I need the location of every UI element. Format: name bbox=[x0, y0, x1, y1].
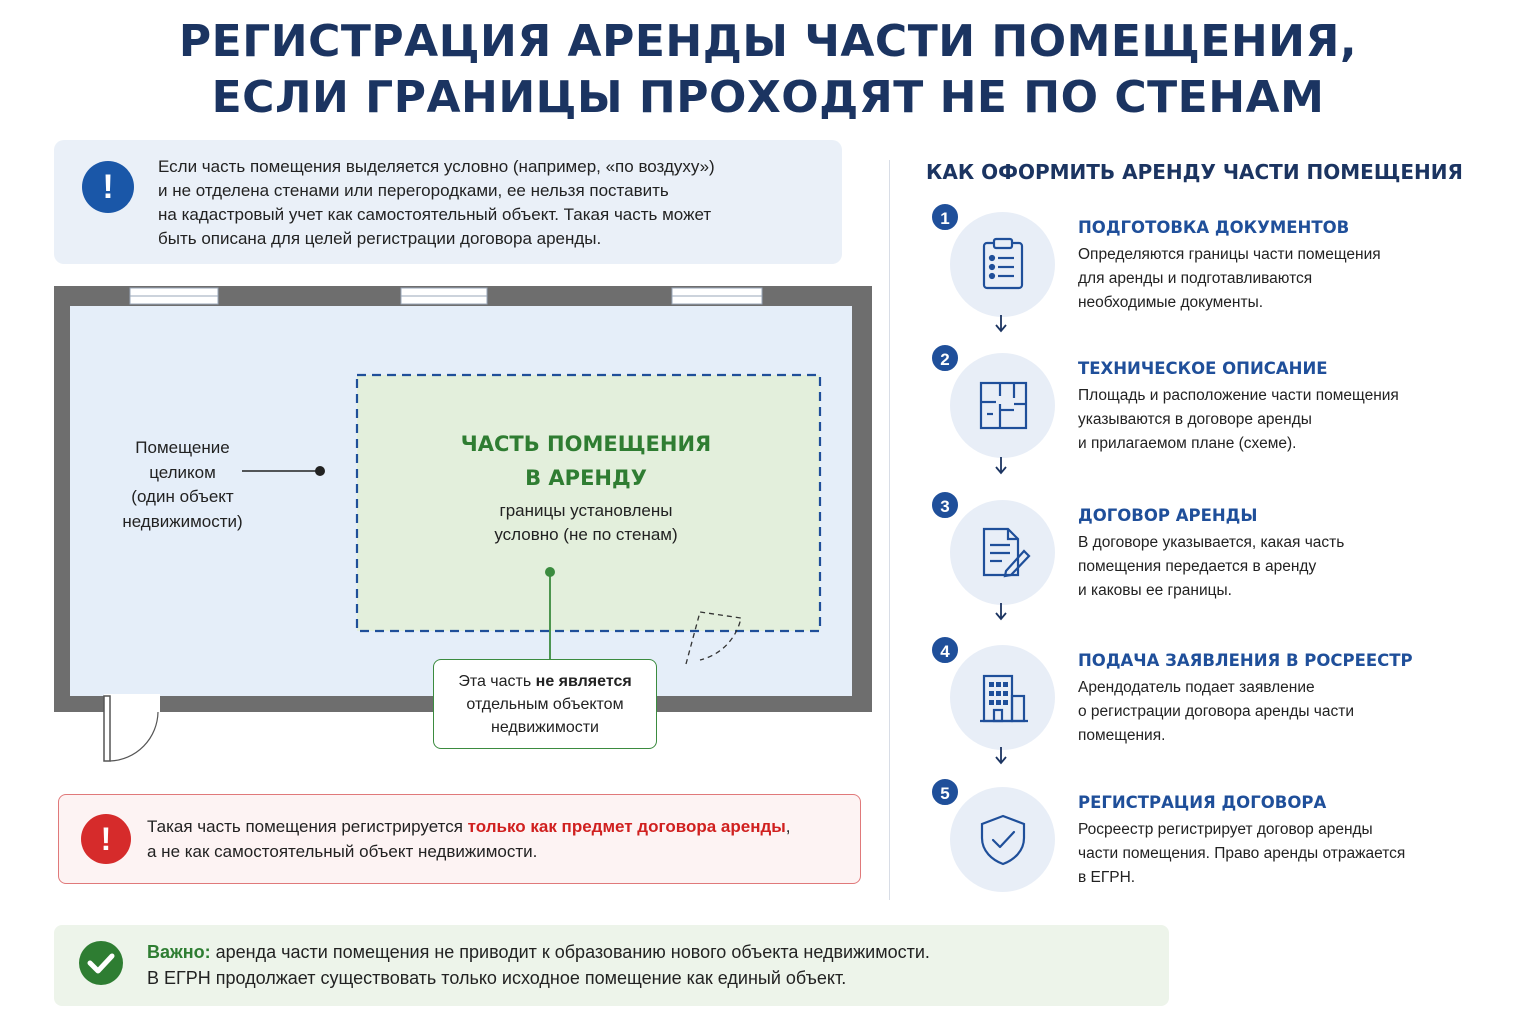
note-line: Эта часть не является bbox=[434, 670, 656, 693]
label-line: В АРЕНДУ bbox=[525, 466, 647, 490]
step-title: ДОГОВОР АРЕНДЫ bbox=[1078, 506, 1258, 525]
label-line: границы установлены bbox=[499, 501, 673, 520]
desc-line: указываются в договоре аренды bbox=[1078, 411, 1312, 428]
step-icon-circle bbox=[950, 787, 1055, 892]
not-separate-object-note: Эта часть не является отдельным объектом… bbox=[433, 659, 657, 749]
step-1: 1 ПОДГОТОВКА ДОКУМЕНТОВ Определяются гра… bbox=[930, 202, 1490, 322]
warning-highlight: только как предмет договора аренды bbox=[467, 817, 786, 836]
title-line-1: РЕГИСТРАЦИЯ АРЕНДЫ ЧАСТИ ПОМЕЩЕНИЯ, bbox=[178, 16, 1358, 67]
whole-room-label: Помещение целиком (один объект недвижимо… bbox=[100, 436, 265, 534]
info-line: на кадастровый учет как самостоятельный … bbox=[158, 205, 712, 224]
step-description: Арендодатель подает заявление о регистра… bbox=[1078, 676, 1478, 748]
floor-plan-icon bbox=[979, 381, 1028, 430]
step-icon-circle bbox=[950, 353, 1055, 458]
step-description: Определяются границы части помещения для… bbox=[1078, 243, 1478, 315]
steps-title: КАК ОФОРМИТЬ АРЕНДУ ЧАСТИ ПОМЕЩЕНИЯ bbox=[926, 160, 1463, 184]
important-box: Важно: аренда части помещения не приводи… bbox=[54, 925, 1169, 1006]
info-line: Если часть помещения выделяется условно … bbox=[158, 157, 715, 176]
desc-line: для аренды и подготавливаются bbox=[1078, 270, 1313, 287]
step-3: 3 ДОГОВОР АРЕНДЫ В договоре указывается,… bbox=[930, 490, 1490, 610]
label-line: недвижимости) bbox=[122, 511, 243, 531]
window bbox=[129, 287, 763, 305]
down-arrow-icon bbox=[995, 603, 1007, 621]
step-description: Площадь и расположение части помещения у… bbox=[1078, 384, 1478, 456]
info-box: ! Если часть помещения выделяется условн… bbox=[54, 140, 842, 264]
warning-line: Такая часть помещения регистрируется тол… bbox=[147, 814, 847, 839]
desc-line: и каковы ее границы. bbox=[1078, 582, 1232, 599]
desc-line: Площадь и расположение части помещения bbox=[1078, 387, 1399, 404]
desc-line: необходимые документы. bbox=[1078, 294, 1264, 311]
callout-dot bbox=[315, 466, 325, 476]
rented-part-area bbox=[355, 373, 822, 633]
label-line: (один объект bbox=[131, 487, 234, 506]
warning-line: а не как самостоятельный объект недвижим… bbox=[147, 842, 538, 861]
note-bold: не является bbox=[535, 673, 632, 690]
page-title: РЕГИСТРАЦИЯ АРЕНДЫ ЧАСТИ ПОМЕЩЕНИЯ, ЕСЛИ… bbox=[0, 14, 1536, 126]
note-line: отдельным объектом bbox=[466, 696, 624, 713]
step-2: 2 ТЕХНИЧЕСКОЕ ОПИСАНИЕ Площадь и располо… bbox=[930, 343, 1490, 463]
exclamation-icon: ! bbox=[82, 161, 134, 213]
warning-suffix: , bbox=[785, 817, 791, 836]
column-divider bbox=[889, 160, 890, 900]
desc-line: и прилагаемом плане (схеме). bbox=[1078, 435, 1297, 452]
note-prefix: Эта часть bbox=[458, 673, 536, 690]
desc-line: В договоре указывается, какая часть bbox=[1078, 534, 1345, 551]
desc-line: части помещения. Право аренды отражается bbox=[1078, 845, 1406, 862]
step-number-badge: 3 bbox=[930, 490, 960, 520]
check-icon bbox=[79, 941, 123, 985]
note-line: недвижимости bbox=[491, 719, 599, 736]
label-line: целиком bbox=[149, 462, 216, 482]
desc-line: Росреестр регистрирует договор аренды bbox=[1078, 821, 1373, 838]
exclamation-icon: ! bbox=[81, 814, 131, 864]
contract-icon bbox=[982, 527, 1031, 578]
title-line-2: ЕСЛИ ГРАНИЦЫ ПРОХОДЯТ НЕ ПО СТЕНАМ bbox=[211, 72, 1325, 123]
desc-line: помещения. bbox=[1078, 727, 1166, 744]
rented-part-title: ЧАСТЬ ПОМЕЩЕНИЯ В АРЕНДУ bbox=[400, 427, 772, 495]
important-label: Важно: bbox=[147, 942, 211, 962]
step-number-badge: 2 bbox=[930, 343, 960, 373]
conditional-door bbox=[685, 611, 742, 665]
clipboard-icon bbox=[982, 237, 1024, 290]
info-line: быть описана для целей регистрации догов… bbox=[158, 229, 602, 248]
step-title: ТЕХНИЧЕСКОЕ ОПИСАНИЕ bbox=[1078, 359, 1328, 378]
step-5: 5 РЕГИСТРАЦИЯ ДОГОВОРА Росреестр регистр… bbox=[930, 777, 1490, 897]
shield-check-icon bbox=[980, 814, 1026, 866]
step-number-badge: 5 bbox=[930, 777, 960, 807]
label-line: условно (не по стенам) bbox=[494, 525, 678, 544]
desc-line: в ЕГРН. bbox=[1078, 869, 1136, 886]
step-title: ПОДАЧА ЗАЯВЛЕНИЯ В РОСРЕЕСТР bbox=[1078, 651, 1413, 670]
step-icon-circle bbox=[950, 645, 1055, 750]
step-title: ПОДГОТОВКА ДОКУМЕНТОВ bbox=[1078, 218, 1350, 237]
warning-box: ! Такая часть помещения регистрируется т… bbox=[58, 794, 861, 884]
entrance-door bbox=[103, 694, 160, 762]
warning-prefix: Такая часть помещения регистрируется bbox=[147, 817, 468, 836]
callout-dot bbox=[545, 567, 555, 577]
important-text: Важно: аренда части помещения не приводи… bbox=[147, 939, 1157, 991]
desc-line: помещения передается в аренду bbox=[1078, 558, 1317, 575]
down-arrow-icon bbox=[995, 315, 1007, 333]
important-line: Важно: аренда части помещения не приводи… bbox=[147, 939, 1157, 965]
step-icon-circle bbox=[950, 212, 1055, 317]
info-line: и не отделена стенами или перегородками,… bbox=[158, 181, 669, 200]
down-arrow-icon bbox=[995, 457, 1007, 475]
step-description: Росреестр регистрирует договор аренды ча… bbox=[1078, 818, 1478, 890]
building-icon bbox=[980, 674, 1028, 723]
info-text: Если часть помещения выделяется условно … bbox=[158, 155, 828, 251]
step-number-badge: 4 bbox=[930, 635, 960, 665]
down-arrow-icon bbox=[995, 747, 1007, 765]
warning-text: Такая часть помещения регистрируется тол… bbox=[147, 814, 847, 864]
step-title: РЕГИСТРАЦИЯ ДОГОВОРА bbox=[1078, 793, 1327, 812]
rented-part-subtitle: границы установлены условно (не по стена… bbox=[420, 499, 752, 547]
floor-plan-diagram bbox=[54, 286, 872, 762]
step-description: В договоре указывается, какая часть поме… bbox=[1078, 531, 1478, 603]
label-line: Помещение bbox=[135, 438, 230, 457]
desc-line: о регистрации договора аренды части bbox=[1078, 703, 1355, 720]
desc-line: Определяются границы части помещения bbox=[1078, 246, 1381, 263]
label-line: ЧАСТЬ ПОМЕЩЕНИЯ bbox=[460, 432, 712, 456]
important-line-2: В ЕГРН продолжает существовать только ис… bbox=[147, 968, 847, 988]
desc-line: Арендодатель подает заявление bbox=[1078, 679, 1315, 696]
step-number-badge: 1 bbox=[930, 202, 960, 232]
important-line-1: аренда части помещения не приводит к обр… bbox=[210, 942, 930, 962]
step-4: 4 ПОДАЧА ЗАЯВЛЕНИЯ В РОСРЕЕСТР Арендодат… bbox=[930, 635, 1490, 755]
